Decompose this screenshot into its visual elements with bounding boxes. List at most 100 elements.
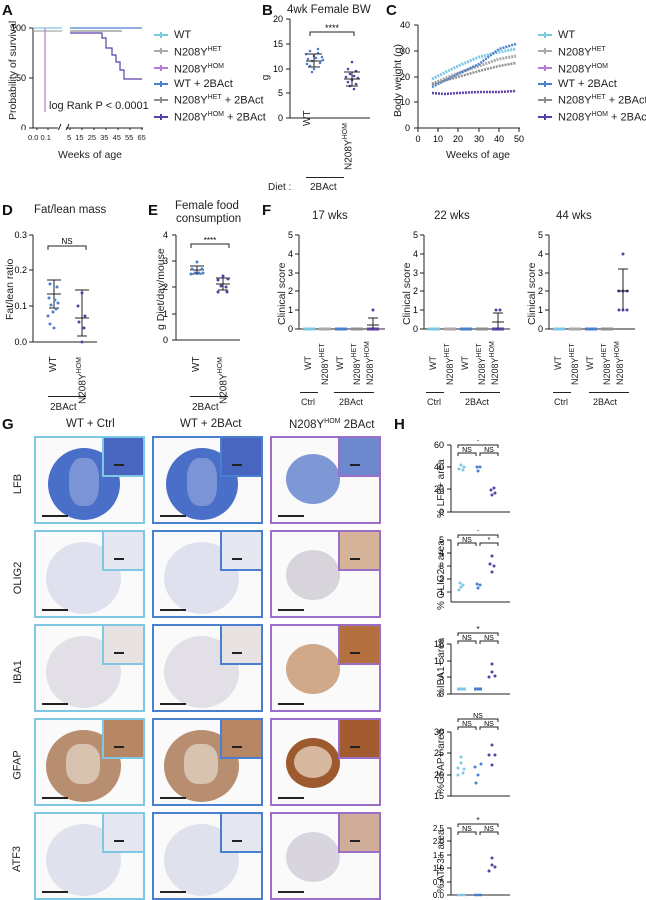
svg-text:4: 4 xyxy=(288,249,293,259)
clinical-22-xcat-0: WT xyxy=(428,356,438,370)
svg-text:5: 5 xyxy=(288,230,293,240)
svg-text:0.0: 0.0 xyxy=(14,337,27,347)
histo-atf3-wt-ctrl xyxy=(34,812,145,900)
svg-text:0: 0 xyxy=(439,689,444,699)
bodyweight-ylabel: Body weight (g) xyxy=(392,44,404,117)
clinical-17-xcat-1: N208YHET xyxy=(319,343,330,385)
svg-text:NS: NS xyxy=(484,447,494,454)
svg-text:1: 1 xyxy=(288,305,293,315)
svg-text:50: 50 xyxy=(514,134,524,144)
svg-text:100: 100 xyxy=(11,23,26,33)
histo-row-iba1: IBA1 xyxy=(11,660,24,684)
survival-chart: 100 50 0 xyxy=(11,23,143,130)
svg-text:3: 3 xyxy=(288,268,293,278)
histo-col-hom-2bact: N208YHOM 2BAct xyxy=(289,418,375,431)
svg-text:10: 10 xyxy=(400,97,410,107)
survival-ylabel: Probability of survival xyxy=(7,20,19,120)
clinical-44-xcat-2: WT xyxy=(585,356,595,370)
svg-text:0: 0 xyxy=(413,324,418,334)
histo-lfb-hom-2bact xyxy=(270,436,381,524)
food-group-line xyxy=(190,396,228,397)
panel-label-f: F xyxy=(262,202,272,219)
svg-text:2: 2 xyxy=(538,286,543,296)
svg-text:5: 5 xyxy=(413,230,418,240)
bw-xcat-hom: N208YHOM xyxy=(342,123,355,170)
svg-text:0.2: 0.2 xyxy=(14,265,27,275)
clinical-44wks-title: 44 wks xyxy=(556,210,592,222)
svg-text:1: 1 xyxy=(538,305,543,315)
svg-text:1: 1 xyxy=(163,309,168,319)
fatlean-ylabel: Fat/lean ratio xyxy=(4,258,16,320)
svg-text:10: 10 xyxy=(433,134,443,144)
svg-text:40: 40 xyxy=(400,20,410,30)
svg-text:*: * xyxy=(476,440,479,446)
olig2-quant-chart: * NS * 5 4 3 2 1 xyxy=(439,530,510,603)
lfb-quant-chart: * NS NS 60 40 20 0 xyxy=(434,440,510,517)
svg-text:20: 20 xyxy=(400,72,410,82)
svg-text:4: 4 xyxy=(439,548,444,558)
bw-chart: **** 20 15 10 5 0 xyxy=(273,14,370,123)
svg-text:2.0: 2.0 xyxy=(433,837,445,846)
svg-text:NS: NS xyxy=(462,635,472,642)
histo-row-lfb: LFB xyxy=(12,473,25,495)
svg-text:2: 2 xyxy=(439,574,444,584)
survival-stat: log Rank P < 0.0001 xyxy=(49,100,149,112)
histo-gfap-wt-ctrl xyxy=(34,718,145,806)
svg-text:*: * xyxy=(476,816,479,825)
clinical-22-xcat-4: N208YHOM xyxy=(489,341,500,385)
clinical-44-ctrl: Ctrl xyxy=(554,397,568,407)
gfap-quant-ylabel: %GFAP+ area xyxy=(436,728,447,793)
histo-col-wt-2bact: WT + 2BAct xyxy=(180,418,242,430)
svg-text:1.0: 1.0 xyxy=(433,864,445,873)
svg-text:NS: NS xyxy=(462,721,472,728)
bw-diet: 2BAct xyxy=(310,182,337,193)
svg-text:NS: NS xyxy=(473,713,483,720)
histo-gfap-wt-2bact xyxy=(152,718,263,806)
svg-text:1: 1 xyxy=(413,305,418,315)
svg-text:5: 5 xyxy=(278,88,283,98)
svg-text:0.1: 0.1 xyxy=(14,301,27,311)
histo-olig2-wt-ctrl xyxy=(34,530,145,618)
clinical-17-2bact: 2BAct xyxy=(339,397,364,407)
bodyweight-chart: 40 30 20 10 0 0 10 20 30 40 50 xyxy=(400,20,524,144)
olig2-quant-ylabel: % OLIG2+ area xyxy=(436,540,447,610)
clinical-44-2bact: 2BAct xyxy=(593,397,618,407)
svg-text:40: 40 xyxy=(434,462,444,472)
svg-text:0: 0 xyxy=(163,335,168,345)
panel-label-b: B xyxy=(262,2,273,19)
iba1-quant-ylabel: %IBA1+ area xyxy=(436,637,447,697)
bw-ylabel: g xyxy=(260,74,272,81)
svg-text:4: 4 xyxy=(413,249,418,259)
histo-row-olig2: OLIG2 xyxy=(12,561,25,595)
svg-text:20: 20 xyxy=(434,770,444,780)
svg-text:30: 30 xyxy=(474,134,484,144)
svg-text:20: 20 xyxy=(453,134,463,144)
clinical-22-2bact: 2BAct xyxy=(465,397,490,407)
bodyweight-legend: WT N208YHET N208YHOM WT + 2BAct N208YHET… xyxy=(538,28,646,126)
atf3-quant-ylabel: % ATF3+ area xyxy=(436,829,447,893)
bw-group-line xyxy=(306,177,344,178)
svg-text:3: 3 xyxy=(439,561,444,571)
fatlean-group: 2BAct xyxy=(50,402,77,413)
food-group: 2BAct xyxy=(192,402,219,413)
svg-text:NS: NS xyxy=(484,826,494,833)
svg-text:5: 5 xyxy=(439,672,444,682)
fatlean-chart: NS 0.3 0.2 0.1 0.0 xyxy=(14,230,97,347)
svg-text:0.3: 0.3 xyxy=(14,230,27,240)
panel-label-g: G xyxy=(2,416,14,433)
clinical-17-ylabel: Clinical score xyxy=(276,262,288,325)
svg-text:0.0: 0.0 xyxy=(433,891,445,900)
histo-atf3-hom-2bact xyxy=(270,812,381,900)
svg-text:NS: NS xyxy=(484,721,494,728)
svg-text:3: 3 xyxy=(538,268,543,278)
svg-text:20: 20 xyxy=(434,484,444,494)
clinical-22-xcat-2: WT xyxy=(460,356,470,370)
svg-text:1.5: 1.5 xyxy=(433,851,445,860)
svg-text:15: 15 xyxy=(273,39,283,49)
svg-text:1: 1 xyxy=(439,587,444,597)
survival-legend: WT N208YHET N208YHOM WT + 2BAct N208YHET… xyxy=(154,28,266,126)
svg-text:5: 5 xyxy=(439,535,444,545)
clinical-17wks-title: 17 wks xyxy=(312,210,348,222)
svg-text:0: 0 xyxy=(288,324,293,334)
svg-text:4: 4 xyxy=(163,230,168,240)
